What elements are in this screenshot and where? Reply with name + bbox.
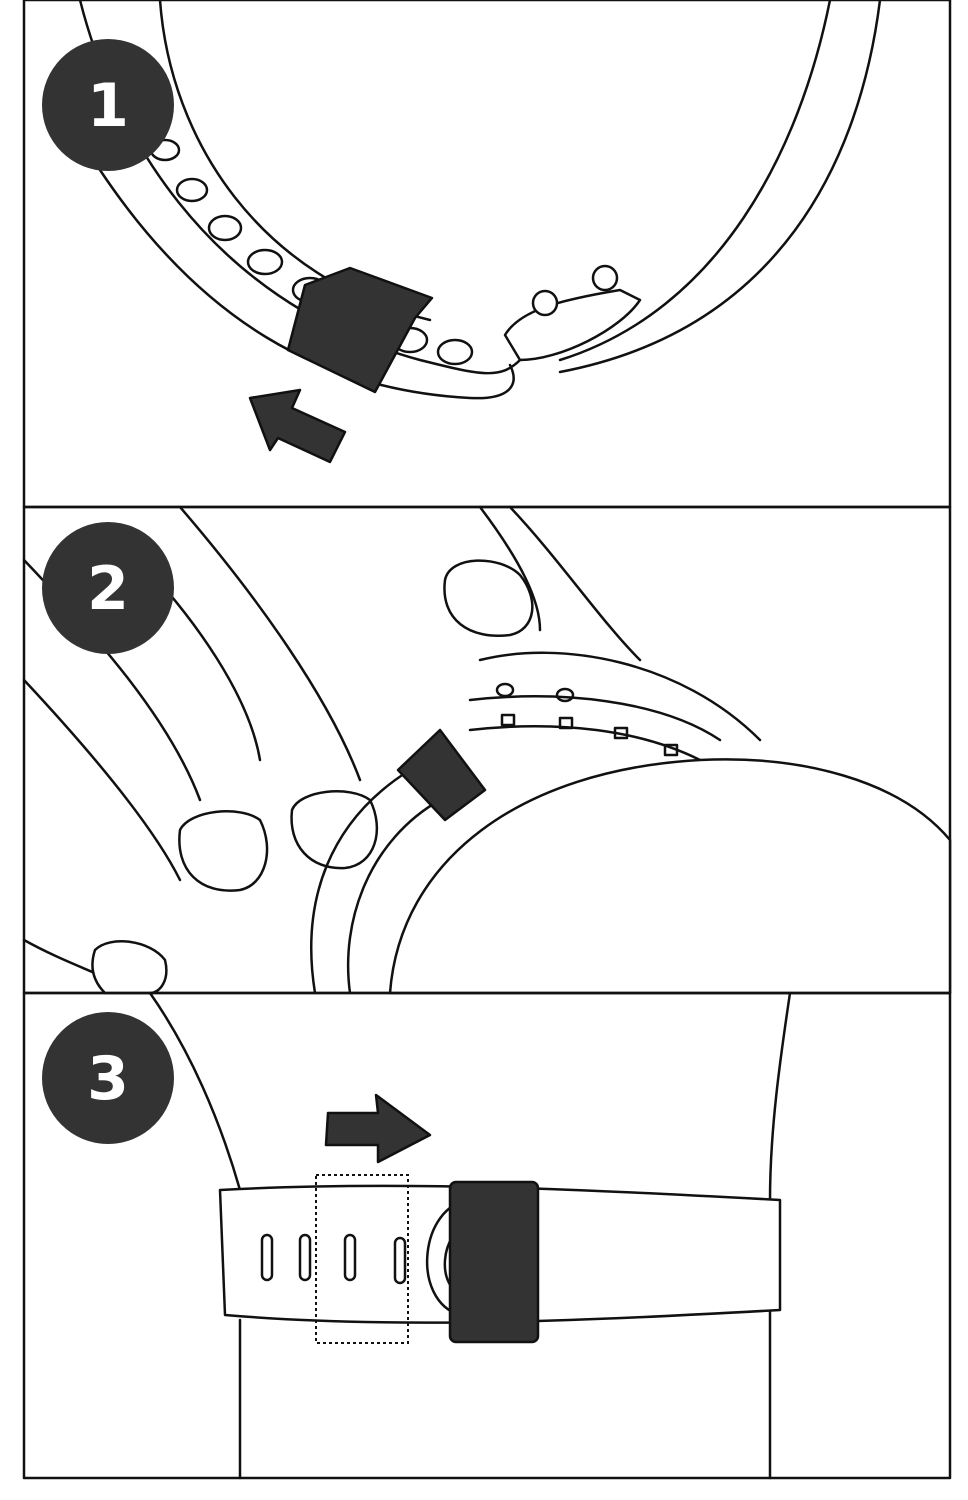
fingernail xyxy=(91,940,168,995)
band-hole xyxy=(260,1233,274,1282)
band-other-end xyxy=(558,0,882,374)
panel-border xyxy=(22,991,952,1480)
keeper-target-outline xyxy=(315,1174,409,1344)
panel-step-2: 2 xyxy=(22,505,952,995)
band-peg xyxy=(591,264,619,292)
step-badge xyxy=(42,522,174,654)
band-keeper xyxy=(286,266,434,394)
band-holes xyxy=(495,682,679,757)
panel-step-1: 1 xyxy=(22,0,952,509)
step-number: 3 xyxy=(87,1044,129,1114)
band-hole xyxy=(343,1233,357,1282)
step-number: 1 xyxy=(87,71,129,141)
band-keeper xyxy=(448,1180,540,1344)
band-tip xyxy=(503,288,642,362)
thumb xyxy=(478,505,642,662)
band-loop xyxy=(468,651,762,762)
step-badge xyxy=(42,1012,174,1144)
arrow-left-icon xyxy=(248,388,347,464)
band-wrist xyxy=(310,768,442,995)
arrow-right-icon xyxy=(324,1093,432,1164)
band-hole xyxy=(393,1236,407,1285)
arm xyxy=(148,991,792,1480)
band-peg xyxy=(531,289,559,317)
step-number: 2 xyxy=(87,554,129,624)
wrist xyxy=(388,758,952,995)
panel-step-3: 3 xyxy=(22,991,952,1480)
band-keeper xyxy=(396,728,487,822)
fingernail xyxy=(178,810,269,892)
fingernail xyxy=(290,790,379,870)
step-badge xyxy=(42,39,174,171)
band-inner-edge xyxy=(158,0,432,322)
band-hole xyxy=(298,1233,312,1282)
thumbnail xyxy=(443,559,534,637)
hand-fingers xyxy=(22,505,362,982)
